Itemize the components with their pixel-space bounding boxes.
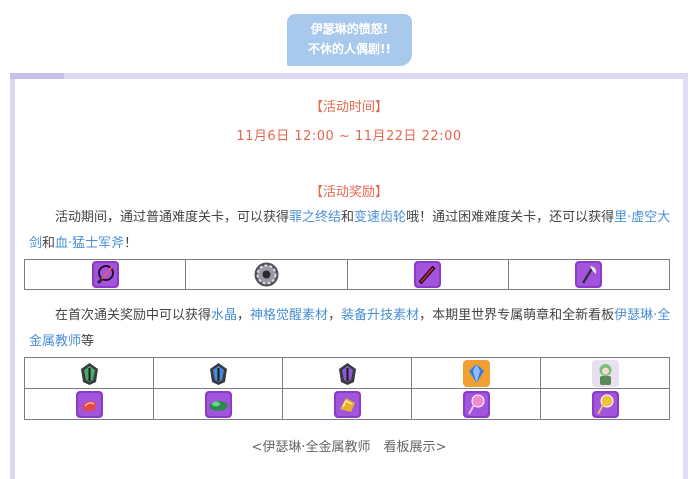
greatsword-icon[interactable] xyxy=(414,261,442,288)
gold-shard-icon[interactable] xyxy=(333,390,361,418)
reward-link-crystal[interactable]: 水晶 xyxy=(211,308,238,323)
reward-cell xyxy=(153,357,283,389)
reward-cell xyxy=(24,388,154,420)
crystal-icon[interactable] xyxy=(462,359,490,387)
reward-link-equip-material[interactable]: 装备升技素材 xyxy=(341,308,420,323)
reward-cell xyxy=(346,259,509,290)
event-date-range: 11月6日 12:00 ~ 11月22日 22:00 xyxy=(236,129,462,144)
reward-cell xyxy=(411,357,541,389)
red-shard-icon[interactable] xyxy=(75,390,103,418)
whip-icon[interactable] xyxy=(91,261,119,288)
reward-cell xyxy=(507,259,671,290)
reward-cell xyxy=(540,357,670,389)
reward-table-first-clear xyxy=(24,357,670,420)
helmet-purple-icon[interactable] xyxy=(334,360,361,387)
event-title-line2: 不休的人偶剧!! xyxy=(308,42,391,56)
event-reward-heading: 【活动奖励】 xyxy=(309,185,388,200)
green-shard-icon[interactable] xyxy=(204,390,232,418)
reward-cell xyxy=(540,388,670,420)
board-caption: <伊瑟琳·全金属教师 看板展示> xyxy=(251,440,447,455)
event-title-badge: 伊瑟琳的愤怒! 不休的人偶剧!! xyxy=(287,14,412,66)
reward-cell xyxy=(282,388,412,420)
reward-cell xyxy=(24,357,154,389)
event-panel: 【活动时间】 11月6日 12:00 ~ 11月22日 22:00 【活动奖励】… xyxy=(10,79,688,479)
event-time-heading: 【活动时间】 xyxy=(309,100,388,115)
reward-cell xyxy=(185,259,348,290)
reward-link-gear[interactable]: 变速齿轮 xyxy=(354,210,407,225)
reward-link-blood-axe[interactable]: 血·猛士军斧 xyxy=(55,236,125,251)
pink-orb-icon[interactable] xyxy=(462,390,490,418)
reward-table-weapons xyxy=(23,259,671,290)
event-title-line1: 伊瑟琳的愤怒! xyxy=(310,22,389,36)
reward-cell xyxy=(282,357,412,389)
reward-paragraph-2: 在首次通关奖励中可以获得水晶，神格觉醒素材，装备升技素材，本期里世界专属萌章和全… xyxy=(29,308,671,349)
panel-top-strip xyxy=(10,73,688,79)
reward-link-board-iserin[interactable]: 伊瑟琳·全金属教师 xyxy=(29,308,671,349)
reward-cell xyxy=(153,388,283,420)
axe-icon[interactable] xyxy=(575,261,603,288)
doll-icon[interactable] xyxy=(591,359,619,387)
reward-cell xyxy=(23,259,187,290)
reward-link-sin-end[interactable]: 罪之终结 xyxy=(289,210,342,225)
reward-paragraph-1: 活动期间，通过普通难度关卡，可以获得罪之终结和变速齿轮哦！通过困难难度关卡，还可… xyxy=(29,210,671,251)
helmet-blue-icon[interactable] xyxy=(205,360,232,387)
reward-link-void-sword[interactable]: 里·虚空大剑 xyxy=(29,210,671,251)
reward-cell xyxy=(411,388,541,420)
gold-orb-icon[interactable] xyxy=(591,390,619,418)
gear-icon[interactable] xyxy=(253,261,280,288)
reward-link-awaken-material[interactable]: 神格觉醒素材 xyxy=(250,308,329,323)
helmet-green-icon[interactable] xyxy=(76,360,103,387)
